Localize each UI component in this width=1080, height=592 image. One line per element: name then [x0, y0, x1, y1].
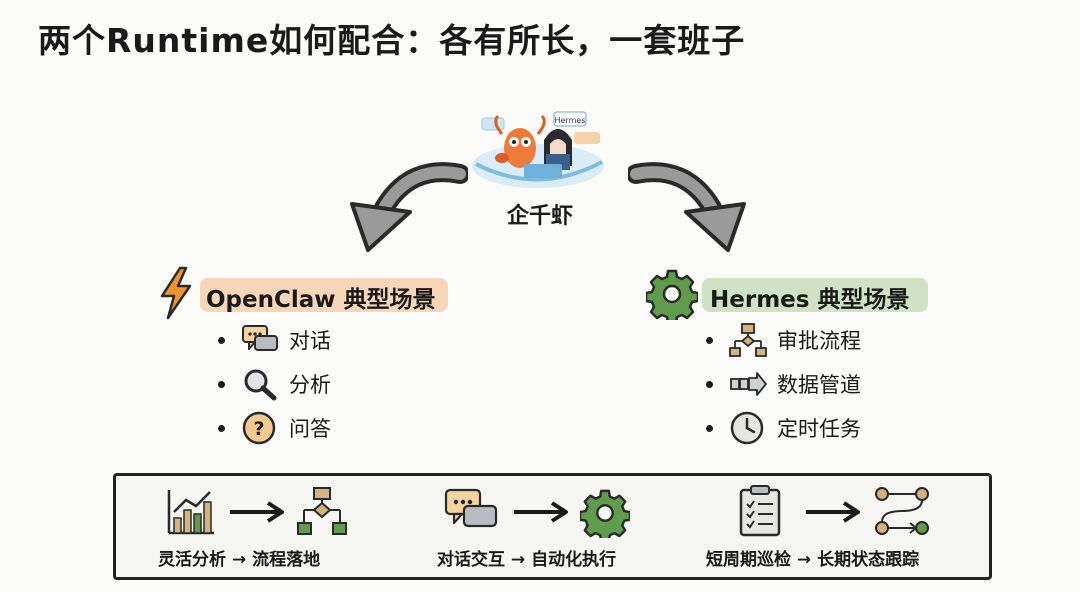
bullet	[706, 336, 713, 344]
flow-caption: 短周期巡检 → 长期状态跟踪	[706, 550, 920, 570]
svg-text:?: ?	[253, 418, 264, 440]
curved-arrow-right-icon	[628, 162, 746, 252]
left-item-qa: ? 问答	[218, 410, 331, 446]
bar-chart-icon	[167, 490, 214, 535]
pipe-arrow-icon	[730, 372, 767, 396]
right-item-label: 定时任务	[777, 417, 861, 441]
curved-arrow-left-icon	[350, 162, 468, 252]
gear-icon	[646, 269, 698, 320]
page-title: 两个Runtime如何配合：各有所长，一套班子	[38, 21, 746, 60]
bullet	[218, 336, 225, 344]
right-item-pipeline: 数据管道	[706, 366, 861, 402]
left-item-label: 问答	[289, 417, 331, 441]
flowchart-icon	[297, 487, 347, 535]
flow-caption: 对话交互 → 自动化执行	[437, 550, 617, 570]
left-item-chat: 对话	[218, 322, 331, 358]
left-item-label: 对话	[289, 329, 331, 353]
flowchart-icon	[729, 323, 767, 357]
workflow-icon	[875, 487, 929, 535]
chat-icon	[444, 488, 498, 528]
clock-icon	[730, 411, 764, 445]
right-item-label: 数据管道	[777, 373, 861, 397]
arrow-right-icon	[806, 501, 860, 523]
lightning-icon	[160, 266, 192, 320]
bullet	[706, 380, 713, 388]
bullet	[218, 380, 225, 388]
right-item-label: 审批流程	[777, 329, 861, 353]
magnifier-icon	[244, 369, 277, 401]
left-item-label: 分析	[289, 373, 331, 397]
question-icon: ?	[242, 411, 276, 445]
right-item-approval: 审批流程	[706, 322, 861, 358]
bullet	[706, 424, 713, 432]
flow-caption: 灵活分析 → 流程落地	[158, 550, 321, 570]
left-heading-highlight	[200, 278, 448, 312]
arrow-right-icon	[514, 501, 568, 523]
clipboard-icon	[739, 485, 781, 537]
gear-icon	[580, 489, 630, 538]
mascot-tag: Hermes	[555, 116, 586, 125]
bullet	[218, 424, 225, 432]
right-heading: Hermes 典型场景	[710, 287, 910, 313]
center-label: 企千虾	[506, 204, 573, 229]
right-heading-highlight	[702, 278, 928, 312]
right-item-scheduled: 定时任务	[706, 410, 861, 446]
left-heading: OpenClaw 典型场景	[206, 287, 436, 313]
chat-icon	[242, 325, 278, 351]
arrow-right-icon	[230, 501, 284, 523]
flow-summary-box	[113, 473, 992, 580]
mascot-illustration: Hermes	[462, 104, 614, 196]
left-item-analyze: 分析	[218, 366, 331, 402]
